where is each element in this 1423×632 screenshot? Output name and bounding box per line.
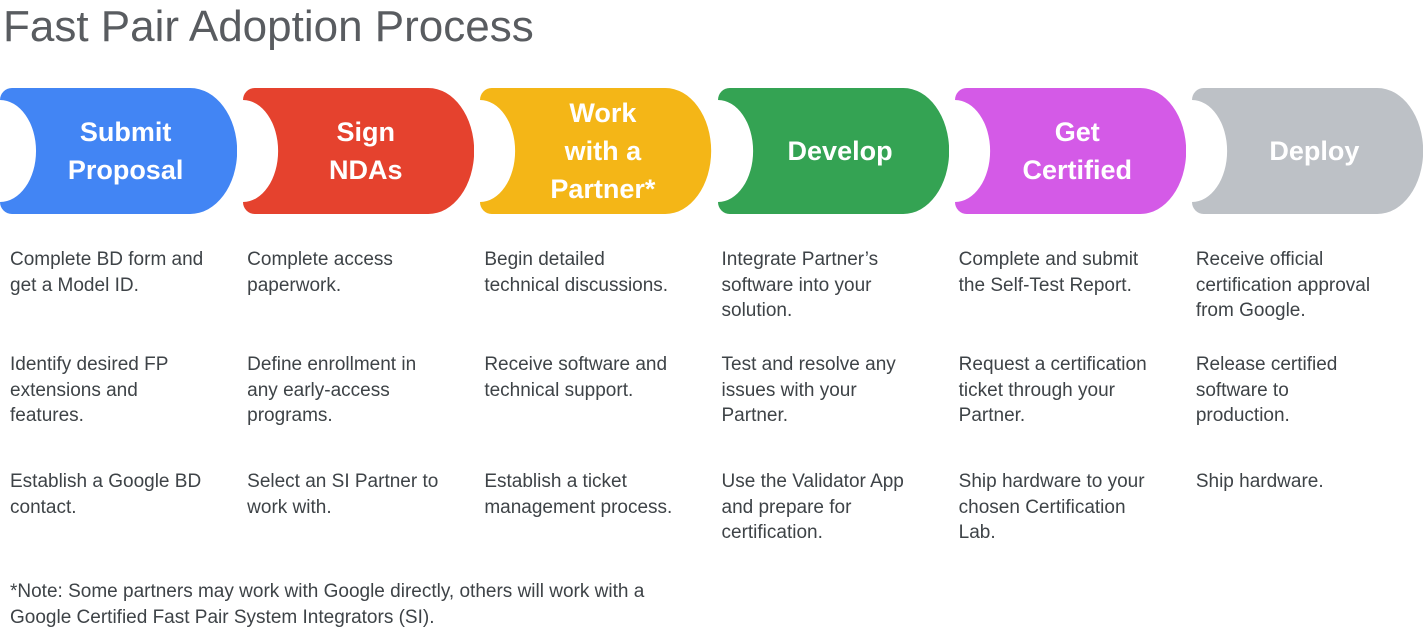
stage-label: Submit Proposal (67, 117, 184, 185)
stage-label: Get Certified (1022, 117, 1132, 185)
stage-column-sign-ndas: Sign NDAs Complete access paperwork. Def… (237, 88, 475, 546)
process-grid: Submit Proposal Complete BD form and get… (0, 88, 1423, 546)
stage-label: Develop (787, 136, 893, 166)
stage-pill: Submit Proposal (0, 88, 238, 214)
stage-step: Define enrollment in any early-access pr… (247, 354, 417, 426)
stage-label: Sign NDAs (328, 117, 403, 185)
stage-column-develop: Develop Integrate Partner’s software int… (712, 88, 949, 546)
page-title: Fast Pair Adoption Process (3, 2, 534, 51)
stage-pill-shape (243, 88, 475, 214)
stage-pill-shape (480, 88, 712, 214)
stage-step: Complete access paperwork. (247, 249, 393, 296)
stage-pill: Work with a Partner* (480, 88, 712, 214)
stage-steps: Begin detailed technical discussions. Re… (474, 247, 711, 520)
stage-step: Use the Validator App and prepare for ce… (721, 471, 904, 543)
stage-step: Test and resolve any issues with your Pa… (721, 354, 896, 426)
stage-step: Establish a ticket management process. (484, 471, 673, 518)
stage-label: Work with a Partner* (550, 98, 656, 204)
stage-column-deploy: Deploy Receive official certification ap… (1186, 88, 1423, 546)
stage-label: Deploy (1269, 136, 1360, 166)
stage-step: Receive software and technical support. (484, 354, 668, 401)
stage-steps: Complete BD form and get a Model ID. Ide… (0, 247, 237, 520)
stage-step: Identify desired FP extensions and featu… (10, 354, 169, 426)
stage-step: Ship hardware. (1195, 471, 1324, 492)
stage-pill-shape (1191, 88, 1423, 214)
stage-pill-shape (954, 88, 1186, 214)
stage-step: Complete BD form and get a Model ID. (10, 249, 204, 296)
stage-step: Release certified software to production… (1195, 354, 1338, 426)
stage-pill: Sign NDAs (243, 88, 475, 214)
stage-pill-shape (717, 88, 949, 214)
stage-pill-shape (0, 88, 238, 214)
stage-step: Begin detailed technical discussions. (484, 249, 669, 296)
stage-step: Select an SI Partner to work with. (247, 471, 439, 518)
footnote: *Note: Some partners may work with Googl… (10, 581, 645, 628)
stage-steps: Integrate Partner’s software into your s… (712, 247, 949, 546)
stage-column-get-certified: Get Certified Complete and submit the Se… (949, 88, 1186, 546)
stage-column-work-with-partner: Work with a Partner* Begin detailed tech… (474, 88, 712, 546)
stage-column-submit-proposal: Submit Proposal Complete BD form and get… (0, 88, 238, 546)
stage-pill: Deploy (1191, 88, 1423, 214)
stage-pill: Get Certified (954, 88, 1186, 214)
stage-steps: Complete access paperwork. Define enroll… (237, 247, 474, 520)
stage-step: Request a certification ticket through y… (958, 354, 1147, 426)
stage-steps: Receive official certification approval … (1186, 247, 1423, 495)
stage-step: Receive official certification approval … (1195, 249, 1371, 321)
stage-steps: Complete and submit the Self-Test Report… (949, 247, 1186, 546)
stage-step: Integrate Partner’s software into your s… (721, 249, 879, 321)
stage-pill: Develop (717, 88, 949, 214)
stage-step: Complete and submit the Self-Test Report… (958, 249, 1139, 296)
stage-step: Ship hardware to your chosen Certificati… (958, 471, 1145, 543)
stage-step: Establish a Google BD contact. (10, 471, 202, 518)
